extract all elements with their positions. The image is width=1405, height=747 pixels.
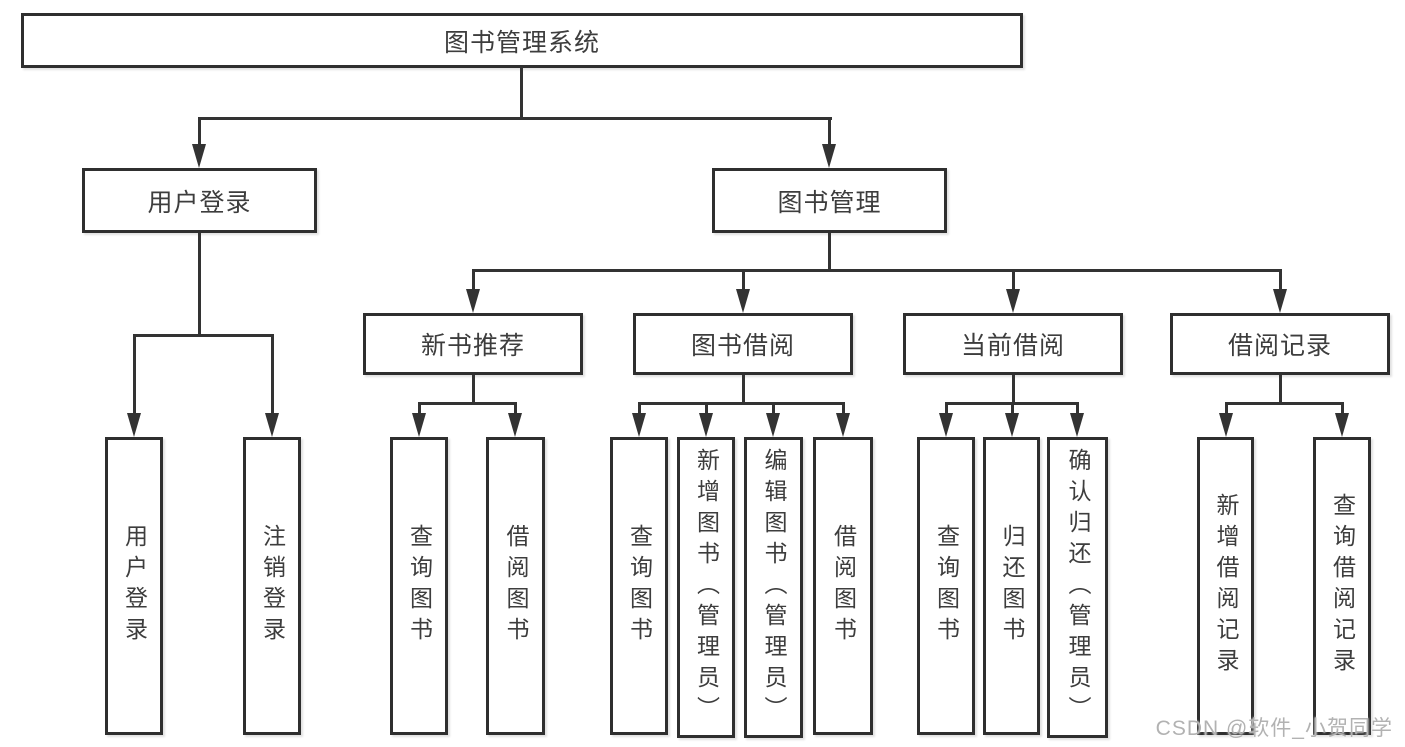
leaf-label: 编辑图书（管理员） xyxy=(761,448,787,727)
node-new-book-recommendation: 新书推荐 xyxy=(363,313,583,375)
arrowhead-icon xyxy=(508,413,522,437)
connector-line xyxy=(520,67,523,120)
arrowhead-icon xyxy=(466,289,480,313)
leaf-label: 查询图书 xyxy=(406,524,433,648)
node-label: 当前借阅 xyxy=(960,332,1065,360)
connector-line xyxy=(1279,375,1282,405)
leaf-label: 查询图书 xyxy=(933,524,960,648)
connector-line xyxy=(1225,402,1344,405)
arrowhead-icon xyxy=(632,413,646,437)
leaf-label: 用户登录 xyxy=(121,524,148,648)
arrowhead-icon xyxy=(1006,289,1020,313)
connector-line xyxy=(198,117,201,147)
node-book-management: 图书管理 xyxy=(712,168,947,233)
arrowhead-icon xyxy=(1005,413,1019,437)
connector-line xyxy=(1225,402,1228,417)
arrowhead-icon xyxy=(766,413,780,437)
connector-line xyxy=(198,233,201,336)
node-book-borrowing: 图书借阅 xyxy=(633,313,853,375)
arrowhead-icon xyxy=(836,413,850,437)
arrowhead-icon xyxy=(1070,413,1084,437)
leaf-add-borrow-record: 新增借阅记录 xyxy=(1197,437,1254,735)
leaf-edit-book-admin: 编辑图书（管理员） xyxy=(744,437,803,738)
connector-line xyxy=(842,402,845,417)
arrowhead-icon xyxy=(939,413,953,437)
leaf-borrow-book: 借阅图书 xyxy=(813,437,873,735)
connector-line xyxy=(828,233,831,272)
node-user-login: 用户登录 xyxy=(82,168,317,233)
node-root-library-system: 图书管理系统 xyxy=(21,13,1023,68)
connector-line xyxy=(271,334,274,415)
arrowhead-icon xyxy=(192,144,206,168)
connector-line xyxy=(638,402,641,417)
leaf-borrow-book-recommend: 借阅图书 xyxy=(486,437,545,735)
connector-line xyxy=(638,402,845,405)
node-label: 新书推荐 xyxy=(420,332,525,360)
leaf-label: 确认归还（管理员） xyxy=(1065,448,1091,727)
connector-line xyxy=(418,402,517,405)
connector-line xyxy=(514,402,517,417)
connector-line xyxy=(705,402,708,417)
node-label: 借阅记录 xyxy=(1227,332,1332,360)
connector-line xyxy=(742,269,745,292)
node-label: 用户登录 xyxy=(147,188,252,217)
connector-line xyxy=(1076,402,1079,417)
arrowhead-icon xyxy=(736,289,750,313)
leaf-label: 归还图书 xyxy=(999,524,1025,648)
connector-line xyxy=(133,334,136,415)
arrowhead-icon xyxy=(412,413,426,437)
leaf-query-book-borrowing: 查询图书 xyxy=(610,437,668,735)
leaf-label: 注销登录 xyxy=(259,524,286,648)
node-current-borrowing: 当前借阅 xyxy=(903,313,1123,375)
leaf-add-book-admin: 新增图书（管理员） xyxy=(677,437,735,738)
connector-line xyxy=(772,402,775,417)
leaf-label: 查询图书 xyxy=(626,524,653,648)
arrowhead-icon xyxy=(699,413,713,437)
leaf-user-login: 用户登录 xyxy=(105,437,163,735)
leaf-label: 查询借阅记录 xyxy=(1329,493,1356,679)
connector-line xyxy=(1279,269,1282,292)
arrowhead-icon xyxy=(1273,289,1287,313)
leaf-query-borrow-record: 查询借阅记录 xyxy=(1313,437,1371,735)
connector-line xyxy=(472,269,475,292)
arrowhead-icon xyxy=(1219,413,1233,437)
leaf-label: 借阅图书 xyxy=(830,524,857,648)
connector-line xyxy=(1341,402,1344,417)
node-label: 图书管理系统 xyxy=(443,28,600,57)
leaf-confirm-return-admin: 确认归还（管理员） xyxy=(1047,437,1108,738)
leaf-logout: 注销登录 xyxy=(243,437,301,735)
connector-line xyxy=(1012,269,1015,292)
node-label: 图书借阅 xyxy=(690,332,795,360)
watermark: CSDN @软件_小贺同学 xyxy=(1155,717,1393,740)
node-borrowing-records: 借阅记录 xyxy=(1170,313,1390,375)
leaf-return-book: 归还图书 xyxy=(983,437,1040,735)
connector-line xyxy=(133,334,274,337)
connector-line xyxy=(472,269,1282,272)
node-label: 图书管理 xyxy=(777,188,882,217)
connector-line xyxy=(828,117,831,147)
leaf-query-book-recommend: 查询图书 xyxy=(390,437,448,735)
leaf-query-book-current: 查询图书 xyxy=(917,437,975,735)
connector-line xyxy=(945,402,948,417)
connector-line xyxy=(1012,375,1015,405)
leaf-label: 借阅图书 xyxy=(503,524,529,648)
connector-line xyxy=(1011,402,1014,417)
connector-line xyxy=(742,375,745,405)
leaf-label: 新增借阅记录 xyxy=(1213,493,1239,679)
leaf-label: 新增图书（管理员） xyxy=(693,448,720,727)
arrowhead-icon xyxy=(265,413,279,437)
arrowhead-icon xyxy=(1335,413,1349,437)
arrowhead-icon xyxy=(822,144,836,168)
connector-line xyxy=(418,402,421,417)
connector-line xyxy=(472,375,475,405)
connector-line xyxy=(198,117,832,120)
arrowhead-icon xyxy=(127,413,141,437)
